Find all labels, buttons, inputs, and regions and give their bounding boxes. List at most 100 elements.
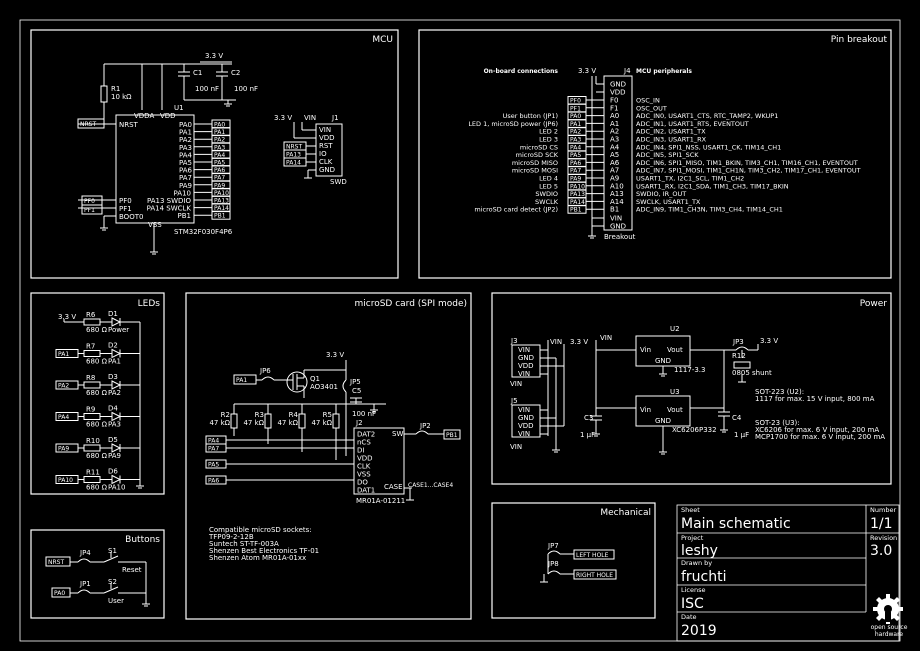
led-port-label: PA2 [58, 383, 69, 390]
sd-case-pin: CASE [384, 483, 403, 491]
j2-pin-label: CLK [357, 463, 371, 471]
s1-label: S1 [108, 547, 117, 555]
mcu-port-label: PA6 [214, 167, 225, 174]
j1-pin-label: VDD [319, 134, 335, 142]
led-diode-label: D6 [108, 468, 118, 476]
conn-pin-label: VDD [518, 362, 534, 370]
conn-pin-label: VDD [518, 422, 534, 430]
j4-pin-label: A10 [610, 182, 624, 190]
conn-pin-label: VIN [518, 406, 530, 414]
u3-part: XC6206P332 [672, 426, 717, 434]
j3-vin: VIN [510, 380, 522, 388]
buttons-frame [30, 529, 165, 619]
breakout-func-label: ADC_IN4, SPI1_NSS, USART1_CK, TIM14_CH1 [636, 143, 781, 151]
breakout-port-label: PB1 [570, 207, 582, 214]
breakout-section: Pin breakout On-board connections MCU pe… [418, 29, 892, 279]
j1-port-box [283, 157, 307, 167]
j1-port-label: NRST [286, 144, 302, 151]
j2-pin-label: VDD [357, 455, 373, 463]
breakout-onboard-label: SWDIO [535, 190, 558, 198]
mcu-pin-label: PA1 [179, 129, 192, 137]
sd-part: MR01A-01211 [356, 497, 405, 505]
jp3-label: JP3 [732, 338, 744, 346]
leds-3v3: 3.3 V [58, 313, 76, 321]
j3-body [511, 344, 541, 378]
j4-pin-label: GND [610, 81, 626, 89]
breakout-port-label: PF1 [570, 105, 581, 112]
tb-drawn-label: Drawn by [681, 559, 712, 567]
mcu-port-label: PA1 [214, 129, 225, 136]
conn-pin-label: GND [518, 414, 534, 422]
sd-sw-pin: SW [392, 430, 403, 438]
tb-number: 1/1 [870, 516, 893, 532]
power-vin-a: VIN [550, 338, 562, 346]
tb-project: leshy [681, 543, 718, 559]
leds-title: LEDs [138, 299, 161, 309]
s2-label: S2 [108, 578, 117, 586]
breakout-onboard-label: LED 3 [539, 136, 558, 144]
left-hole: LEFT HOLE [576, 552, 609, 559]
breakout-onboard-label: microSD MISO [512, 159, 558, 167]
microsd-section: microSD card (SPI mode) 3.3 V PA1 JP6 Q1… [185, 292, 472, 620]
tb-sheet-label: Sheet [681, 506, 700, 514]
led-diode-label: D2 [108, 342, 118, 350]
breakout-name: Breakout [604, 233, 636, 241]
sd-resistor-label: R2 [221, 411, 230, 419]
tb-revision: 3.0 [870, 543, 892, 559]
c2-label: C2 [231, 69, 240, 77]
led-diode-name: PA10 [108, 484, 125, 492]
breakout-func-label: SWCLK, USART1_TX [636, 198, 701, 206]
j1-pin-label: CLK [319, 158, 333, 166]
j4-pin-label: A2 [610, 128, 619, 136]
breakout-func-label: ADC_IN2, USART1_TX [636, 128, 706, 136]
led-resistor-label: R8 [86, 374, 95, 382]
power-note-line: XC6206 for max. 6 V input, 200 mA [755, 426, 879, 434]
sd-resistor-value: 47 kΩ [277, 419, 298, 427]
c4-label: C4 [732, 414, 742, 422]
led-resistor [83, 476, 101, 483]
breakout-onboard-label: microSD MOSI [512, 167, 558, 175]
j1-port-label: PA13 [286, 152, 301, 159]
breakout-onboard-label: LED 1, microSD power (JP6) [468, 120, 558, 128]
vdd-pin: VDD [160, 112, 176, 120]
mcu-port-label: PA7 [214, 175, 225, 182]
power-note-line: MCP1700 for max. 6 V input, 200 mA [755, 433, 885, 441]
breakout-func-label: ADC_IN1, USART1_RTS, EVENTOUT [636, 120, 749, 128]
j3-label: J3 [510, 337, 518, 345]
u3-label: U3 [670, 388, 680, 396]
j4-pin-label: VDD [610, 89, 626, 97]
j4-pin-label: A0 [610, 112, 619, 120]
pf0-pin: PF0 [119, 197, 132, 205]
j1-3v3: 3.3 V [274, 114, 292, 122]
breakout-onboard-label: LED 5 [539, 182, 558, 190]
jp2-label: JP2 [419, 422, 431, 430]
power-note-line: SOT-223 (U2): [755, 388, 804, 396]
mcu-port-label: PA10 [214, 190, 229, 197]
breakout-func-label: ADC_IN6, SPI1_MISO, TIM1_BKIN, TIM3_CH1,… [636, 159, 858, 167]
conn-pin-label: VIN [518, 430, 530, 438]
sd-resistor-label: R3 [255, 411, 264, 419]
onboard-heading: On-board connections [484, 68, 559, 75]
breakout-onboard-label: microSD SCK [516, 151, 559, 159]
breakout-func-label: USART1_RX, I2C1_SDA, TIM1_CH3, TIM17_BKI… [636, 182, 789, 190]
pf0-port: PF0 [84, 198, 95, 205]
led-diode-name: PA2 [108, 389, 121, 397]
jp7-label: JP7 [547, 542, 559, 550]
mcu-pin-label: PA9 [179, 182, 192, 190]
c5-label: C5 [352, 387, 361, 395]
led-diode [111, 317, 122, 327]
c2-value: 100 nF [234, 85, 258, 93]
mcu-3v3: 3.3 V [205, 52, 223, 60]
sd-pa1-port: PA1 [236, 377, 247, 384]
power-note-line: SOT-23 (U3): [755, 419, 800, 427]
breakout-port-label: PA4 [570, 144, 581, 151]
led-resistor-value: 680 Ω [86, 326, 108, 334]
mcu-pin-label: PA5 [179, 159, 192, 167]
mcu-title: MCU [372, 35, 393, 45]
